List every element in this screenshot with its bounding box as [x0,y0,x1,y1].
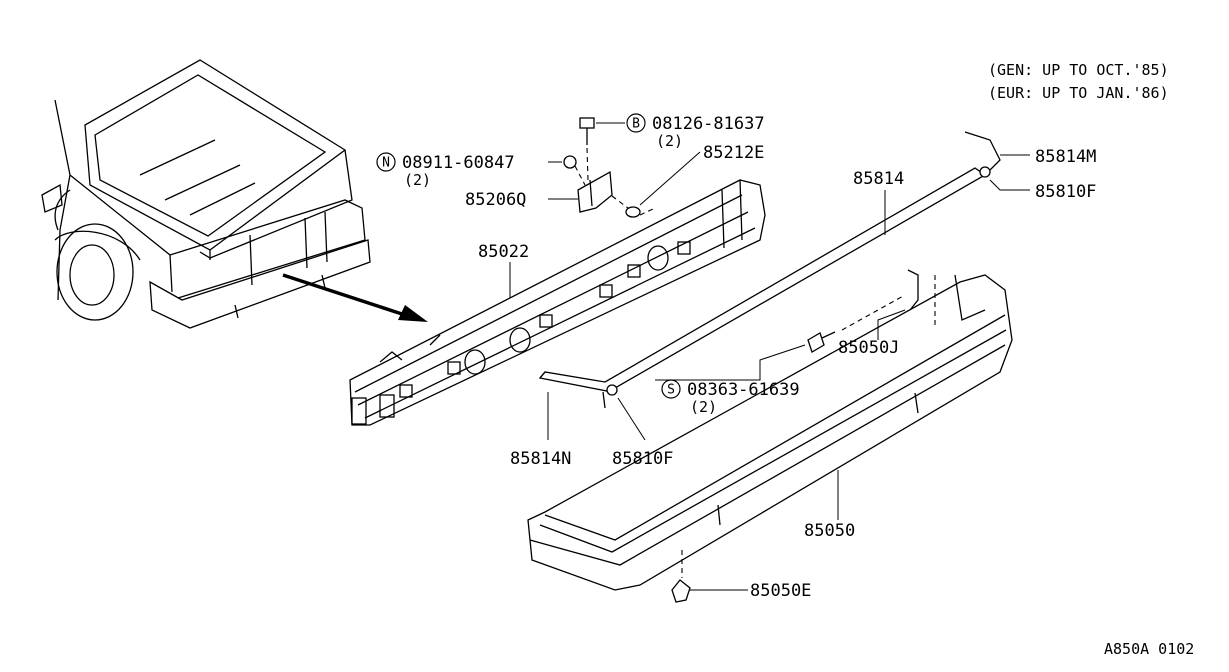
part-label-08126-81637: 08126-81637 [652,114,765,134]
part-label-85206Q: 85206Q [465,190,526,210]
direction-arrow [282,273,428,322]
qty-label-08363: (2) [690,398,717,416]
part-label-85810F-top: 85810F [1035,182,1096,202]
applicability-note-eur: (EUR: UP TO JAN.'86) [988,84,1169,102]
leader-lines [509,122,1030,591]
qty-label-08126: (2) [656,132,683,150]
clip-shape [671,550,691,603]
part-label-85814N: 85814N [510,449,571,469]
washer-shape [611,195,656,218]
diagram-reference-code: A850A 0102 [1104,640,1194,658]
bumper-molding-shape [538,131,1001,409]
bolt-shape [579,117,595,181]
part-label-85022: 85022 [478,242,529,262]
car-rear-illustration [41,59,371,329]
badge-b-08126: B [626,113,646,133]
part-label-85050E: 85050E [750,581,811,601]
bumper-fascia-shape [527,269,1013,591]
svg-text:N: N [382,156,390,171]
part-label-85212E: 85212E [703,143,764,163]
qty-label-08911: (2) [404,171,431,189]
part-label-85814M: 85814M [1035,147,1096,167]
bracket-shape [577,170,613,213]
screw-shape [807,331,836,353]
badge-n-08911: N [376,152,396,172]
nut-shape [563,155,586,186]
part-label-08363-61639: 08363-61639 [687,380,800,400]
part-label-85810F-bottom: 85810F [612,449,673,469]
applicability-note-gen: (GEN: UP TO OCT.'85) [988,61,1169,79]
part-label-85050: 85050 [804,521,855,541]
part-label-85814: 85814 [853,169,904,189]
svg-text:B: B [632,117,640,132]
part-label-85050J: 85050J [838,338,899,358]
badge-s-08363: S [661,379,681,399]
bumper-reinforcement-shape [349,179,766,426]
svg-text:S: S [667,383,675,398]
part-label-08911-60847: 08911-60847 [402,153,515,173]
